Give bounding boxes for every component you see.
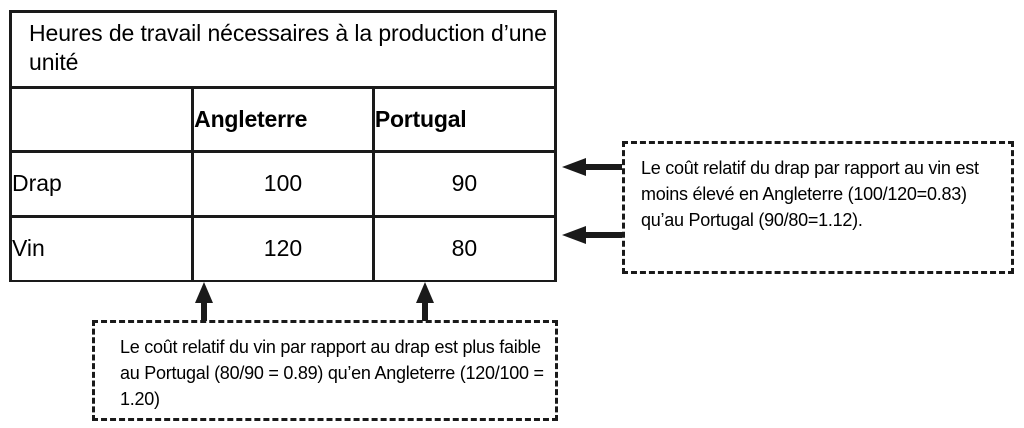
cell-vin-angleterre: 120 — [192, 216, 375, 280]
row-label-vin: Vin — [12, 216, 195, 280]
arrow-left-drap-row-icon — [560, 158, 624, 176]
header-cell-portugal: Portugal — [373, 87, 554, 153]
annotation-right-text: Le coût relatif du drap par rapport au v… — [641, 158, 979, 231]
arrow-up-portugal-column-icon — [415, 281, 435, 323]
cell-drap-portugal: 90 — [373, 151, 554, 218]
arrow-left-vin-row-icon — [560, 226, 624, 244]
header-cell-empty — [12, 87, 195, 153]
table-row: Drap 100 90 — [12, 151, 554, 218]
annotation-bottom-text: Le coût relatif du vin par rapport au dr… — [120, 337, 544, 410]
arrow-up-angleterre-column-icon — [194, 281, 214, 323]
table-title-row: Heures de travail nécessaires à la produ… — [12, 13, 554, 89]
row-label-drap: Drap — [12, 151, 195, 218]
cell-vin-portugal: 80 — [373, 216, 554, 280]
cell-drap-angleterre: 100 — [192, 151, 375, 218]
table-header-row: Angleterre Portugal — [12, 87, 554, 153]
annotation-box-vin-relative-cost: Le coût relatif du vin par rapport au dr… — [92, 320, 558, 421]
table-row: Vin 120 80 — [12, 216, 554, 280]
annotation-box-drap-relative-cost: Le coût relatif du drap par rapport au v… — [622, 141, 1014, 274]
table: Heures de travail nécessaires à la produ… — [12, 13, 554, 280]
table-title: Heures de travail nécessaires à la produ… — [12, 13, 554, 89]
header-cell-angleterre: Angleterre — [192, 87, 375, 153]
labor-hours-table: Heures de travail nécessaires à la produ… — [9, 10, 557, 282]
